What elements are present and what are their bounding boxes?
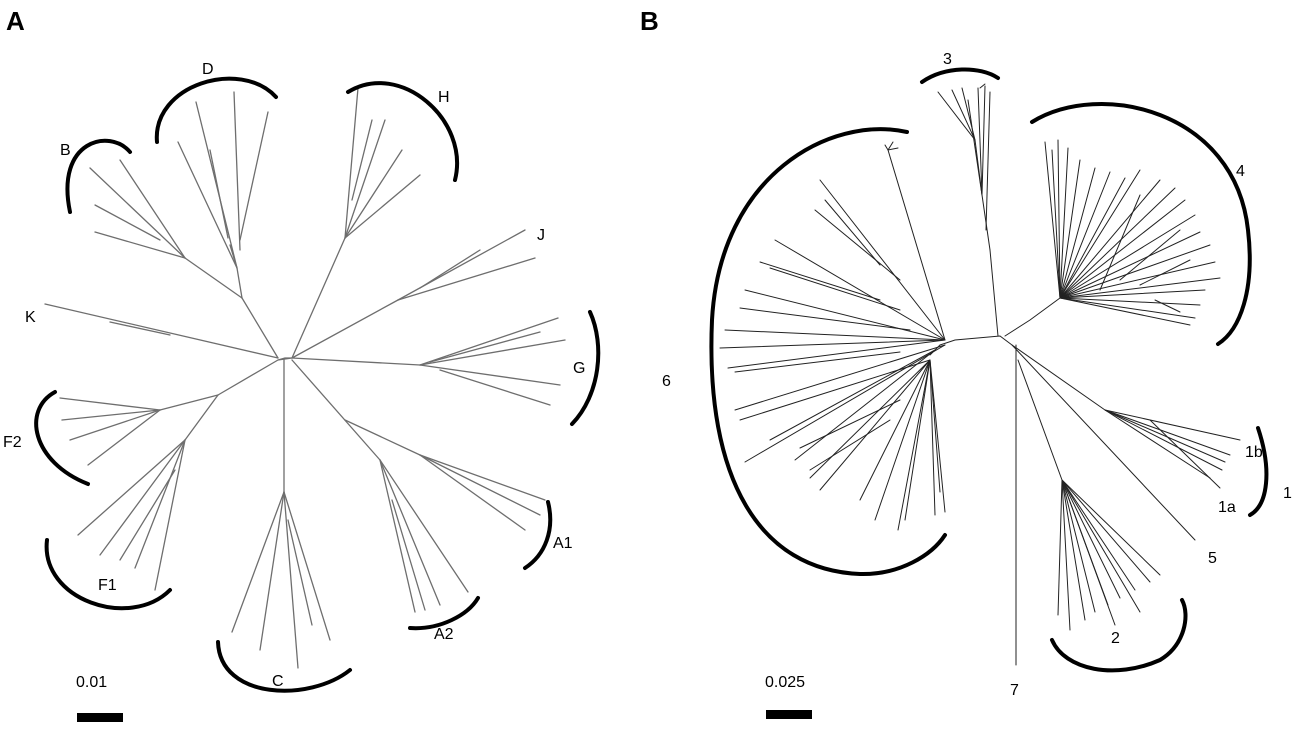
clade-label-1b: 1b (1245, 444, 1263, 461)
clade-label-b: B (60, 142, 71, 159)
panel-a-brackets (34, 76, 601, 693)
clade-label-6: 6 (662, 373, 671, 390)
panel-b-labels: 3 4 6 1b 1 1a 5 2 7 (662, 51, 1292, 699)
clade-label-f2: F2 (3, 434, 22, 451)
panel-a-scale: 0.01 (76, 674, 123, 722)
scale-bar-a (77, 713, 123, 722)
clade-label-4: 4 (1236, 163, 1245, 180)
clade-bracket-c (216, 640, 352, 693)
clade-label-1: 1 (1283, 485, 1292, 502)
clade-label-a2: A2 (434, 626, 454, 643)
clade-bracket-h (346, 81, 459, 182)
clade-label-2: 2 (1111, 630, 1120, 647)
clade-label-1a: 1a (1218, 499, 1236, 516)
clade-label-c: C (272, 673, 284, 690)
clade-bracket-d (154, 76, 278, 144)
clade-bracket-a2 (408, 596, 480, 631)
clade-bracket-a1 (523, 500, 553, 570)
scale-label-a: 0.01 (76, 674, 107, 691)
clade-label-f1: F1 (98, 577, 117, 594)
clade-label-3: 3 (943, 51, 952, 68)
clade-label-h: H (438, 89, 450, 106)
clade-bracket-g (570, 310, 601, 426)
clade-bracket-4 (1030, 102, 1252, 346)
panel-b-tree (719, 83, 1241, 666)
clade-bracket-f1 (44, 538, 172, 611)
clade-label-7: 7 (1010, 682, 1019, 699)
clade-bracket-1 (1248, 426, 1269, 517)
clade-label-j: J (537, 227, 545, 244)
panel-b: B (640, 6, 1292, 719)
clade-bracket-2 (1050, 598, 1188, 673)
clade-bracket-3 (920, 67, 1000, 84)
clade-label-d: D (202, 61, 214, 78)
panel-b-scale: 0.025 (765, 674, 812, 719)
clade-label-5: 5 (1208, 550, 1217, 567)
panel-a-letter: A (6, 6, 25, 36)
panel-b-brackets (709, 67, 1269, 673)
clade-bracket-b (65, 138, 132, 214)
clade-label-g: G (573, 360, 585, 377)
clade-bracket-6 (709, 127, 947, 577)
clade-label-k: K (25, 309, 36, 326)
clade-label-a1: A1 (553, 535, 573, 552)
clade-bracket-f2 (34, 390, 90, 486)
panel-a: A (3, 6, 601, 722)
scale-bar-b (766, 710, 812, 719)
panel-a-tree (44, 87, 566, 669)
scale-label-b: 0.025 (765, 674, 805, 691)
panel-a-labels: D H B J K G F2 F1 C A2 A1 (3, 61, 585, 690)
panel-b-letter: B (640, 6, 659, 36)
